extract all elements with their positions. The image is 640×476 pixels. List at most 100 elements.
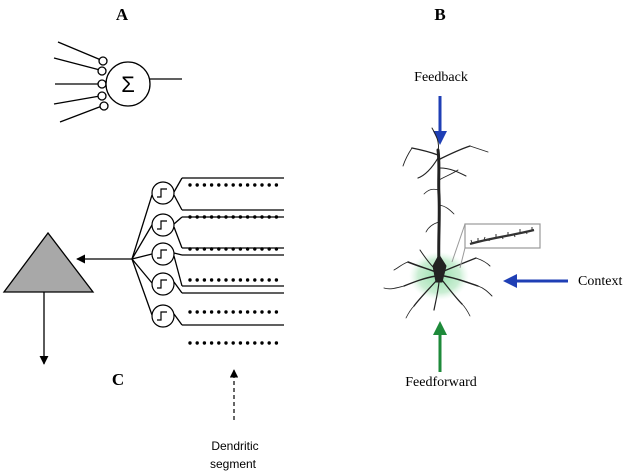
synapse-dot	[238, 183, 243, 187]
feedforward-arrow	[433, 321, 447, 372]
synapse-dot	[253, 341, 257, 345]
synapse-dot	[188, 278, 192, 282]
synapse-dot	[224, 341, 228, 345]
synapse-dot	[231, 278, 235, 282]
synapse-dot	[202, 247, 207, 251]
threshold-unit	[151, 213, 175, 237]
threshold-unit	[151, 304, 175, 328]
synapse-dot	[217, 310, 221, 314]
summation-soma	[105, 61, 151, 107]
synapse-dot	[224, 215, 228, 219]
synapse-dot	[267, 183, 271, 187]
synapse-dot	[260, 183, 264, 187]
synapse-dot	[274, 278, 279, 282]
synapse-dots	[188, 183, 279, 345]
synapse-dot	[260, 310, 264, 314]
synapse-dot	[209, 215, 214, 219]
synapse-dot	[231, 247, 235, 251]
synapse-dot	[209, 183, 214, 187]
synapse-dot	[253, 215, 257, 219]
synapse-dot	[253, 310, 257, 314]
synapse-dot	[195, 278, 199, 282]
synapse-dot	[217, 341, 221, 345]
synapse-dot	[245, 310, 250, 314]
panel-a-label: A	[116, 5, 129, 24]
synapse-dot	[231, 310, 235, 314]
synapse-dot	[245, 278, 250, 282]
synapse-dot	[253, 247, 257, 251]
synapse-dot	[202, 278, 207, 282]
synapse-dot	[209, 310, 214, 314]
synapse-dot	[274, 215, 279, 219]
synapse-dot	[274, 247, 279, 251]
step-function-icons	[157, 188, 167, 321]
dendritic-segment-label-line2: segment	[210, 457, 257, 471]
context-label: Context	[578, 274, 622, 289]
feedback-arrow	[433, 96, 447, 145]
threshold-unit	[151, 181, 175, 205]
synapse-dot	[245, 183, 250, 187]
threshold-unit	[151, 242, 175, 266]
synapse-dot	[260, 341, 264, 345]
synapse-dot	[188, 183, 192, 187]
synapse-dot	[238, 215, 243, 219]
synapse-dot	[217, 247, 221, 251]
synapse-dot	[238, 247, 243, 251]
synapse-dot	[188, 215, 192, 219]
synapse-dot	[217, 215, 221, 219]
synapse-dot	[231, 215, 235, 219]
synapse-dot	[209, 341, 214, 345]
synapse-dot	[231, 183, 235, 187]
synapse-dot	[253, 183, 257, 187]
synapse-dot	[245, 341, 250, 345]
dendritic-segment-label-line1: Dendritic	[211, 439, 258, 453]
synapse-dot	[188, 341, 192, 345]
synapse-dot	[202, 215, 207, 219]
synapse-dot	[188, 247, 192, 251]
synapse-dot	[224, 247, 228, 251]
context-arrow	[503, 274, 568, 288]
synapse-dot	[267, 215, 271, 219]
sigma-symbol: Σ	[121, 72, 135, 97]
synapse-dot	[238, 341, 243, 345]
synapse-dot	[245, 215, 250, 219]
dendrite-zoom-inset	[451, 223, 541, 269]
threshold-units	[151, 181, 175, 328]
synapse-dot	[202, 341, 207, 345]
synapse-dot	[253, 278, 257, 282]
synapse-dot	[195, 183, 199, 187]
synapse-dot	[231, 341, 235, 345]
synapse-dot	[224, 278, 228, 282]
point-neuron-diagram	[53, 41, 182, 123]
threshold-unit	[151, 272, 175, 296]
panel-b-label: B	[434, 5, 445, 24]
synapse-dot	[267, 247, 271, 251]
feedforward-label: Feedforward	[405, 375, 477, 390]
synapse-dot	[195, 247, 199, 251]
synapse-dot	[267, 341, 271, 345]
synapse-dot	[195, 341, 199, 345]
synapse-dot	[260, 215, 264, 219]
feedback-label: Feedback	[414, 70, 468, 85]
synapse-dot	[195, 310, 199, 314]
pyramidal-neuron-drawing	[383, 127, 493, 319]
synapse-dot	[267, 278, 271, 282]
synapse-dot	[238, 278, 243, 282]
synapse-dot	[217, 278, 221, 282]
synapse-dot	[209, 278, 214, 282]
synapse-dot	[202, 310, 207, 314]
synapse-dot	[274, 341, 279, 345]
synapse-dot	[202, 183, 207, 187]
synapse-dot	[224, 310, 228, 314]
synapse-dot	[260, 247, 264, 251]
synapse-dot	[274, 310, 279, 314]
synapse-dot	[195, 215, 199, 219]
synapse-dot	[188, 310, 192, 314]
synapse-dot	[260, 278, 264, 282]
synapse-dot	[274, 183, 279, 187]
synapse-dot	[224, 183, 228, 187]
synapse-dot	[238, 310, 243, 314]
panel-c-label: C	[112, 370, 124, 389]
synapse-dot	[245, 247, 250, 251]
